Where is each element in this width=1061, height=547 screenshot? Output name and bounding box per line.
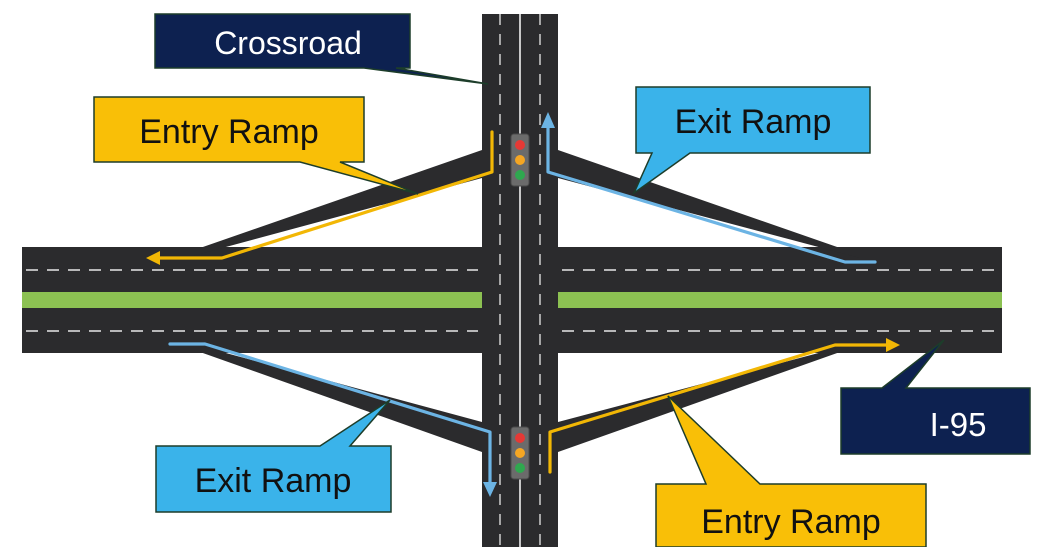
median-left: [22, 292, 482, 308]
entry-ramp-top-label: Entry Ramp: [139, 113, 319, 151]
highway-lane-markings: [26, 269, 1000, 332]
highway-label: I-95: [930, 406, 987, 443]
callout-entry-ramp-bottom: Entry Ramp: [655, 395, 927, 547]
arrow-entry-lower-right: [548, 343, 888, 474]
arrow-entry-upper-left: [156, 130, 494, 260]
arrowhead-entry-lower-right: [886, 338, 900, 352]
callout-entry-ramp-top: Entry Ramp: [93, 96, 419, 195]
exit-ramp-bottom-label: Exit Ramp: [195, 462, 352, 500]
median-right: [558, 292, 1002, 308]
crossroad-label: Crossroad: [214, 25, 362, 61]
callout-highway: I-95: [840, 339, 1031, 455]
callout-exit-ramp-bottom: Exit Ramp: [155, 399, 392, 513]
ramp-exit-upper-right: [558, 150, 905, 258]
exit-ramp-top-label: Exit Ramp: [675, 103, 832, 141]
flow-arrows: [146, 112, 900, 497]
callout-crossroad: Crossroad: [154, 13, 489, 85]
arrowhead-entry-upper-left: [146, 251, 160, 265]
arrowhead-exit-lower-left: [483, 482, 497, 497]
arrow-exit-upper-right: [546, 126, 877, 264]
callout-exit-ramp-top: Exit Ramp: [632, 86, 871, 196]
ramp-entry-upper-left: [140, 150, 482, 258]
arrow-exit-lower-left: [168, 342, 492, 484]
traffic-light-icon: [510, 426, 530, 480]
arrowhead-exit-upper-right: [541, 112, 555, 128]
entry-ramp-bottom-label: Entry Ramp: [701, 503, 881, 541]
ramp-exit-lower-left: [140, 342, 482, 452]
traffic-light-icon: [510, 133, 530, 187]
